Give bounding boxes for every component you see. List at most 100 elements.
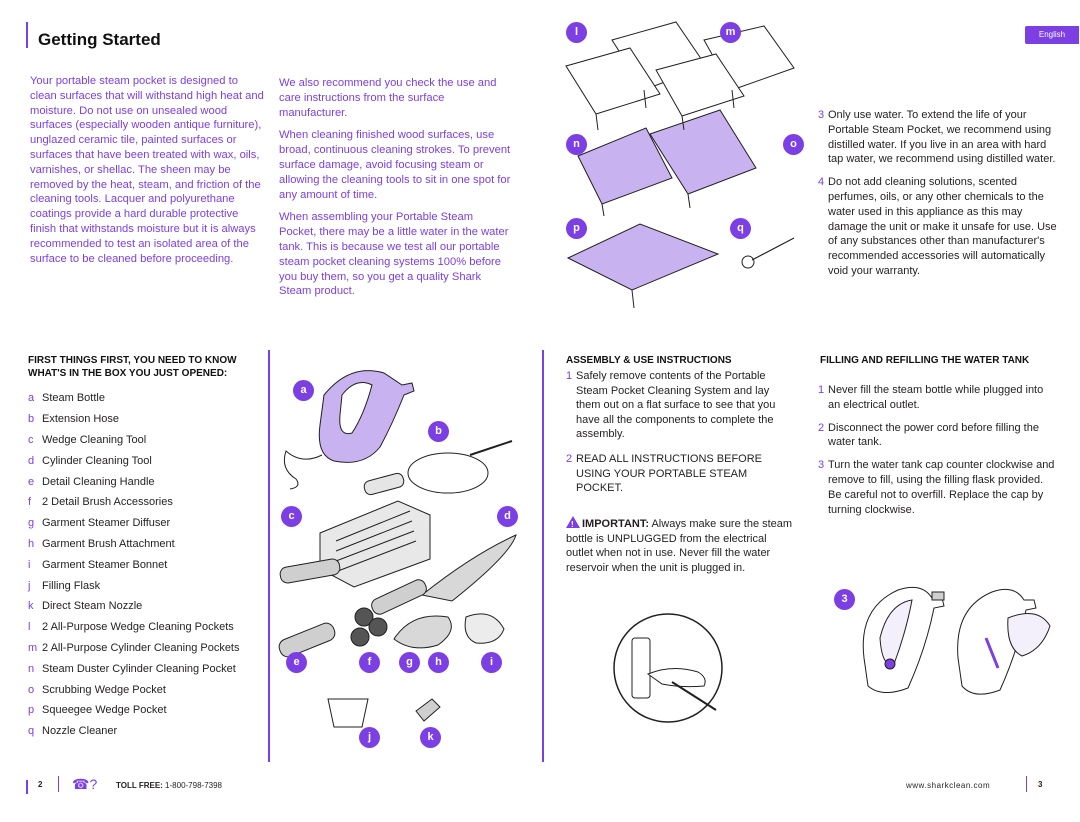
duster-pocket	[577, 127, 673, 205]
wedge-handle	[279, 558, 341, 584]
list-item: d Cylinder Cleaning Tool	[28, 450, 268, 471]
item-letter: l	[28, 621, 31, 634]
illustration-circle	[613, 613, 723, 723]
callout-g: g	[399, 652, 420, 673]
intro-paragraph: When assembling your Portable Steam Pock…	[279, 211, 509, 298]
steam-bottle-handle	[339, 382, 373, 435]
fill-arrow	[984, 637, 1000, 669]
garment-diffuser	[393, 615, 452, 649]
phone-icon: ☎?	[72, 776, 98, 792]
wedge-ribs	[335, 510, 417, 572]
language-badge[interactable]: English	[1025, 26, 1079, 44]
item-label: Filling Flask	[42, 579, 101, 592]
callout-n: n	[566, 134, 587, 155]
step-text: Safely remove contents of the Portable S…	[576, 370, 776, 441]
item-letter: o	[28, 683, 35, 696]
filling-illustration	[862, 586, 1051, 695]
hose-nozzle	[469, 440, 513, 456]
step-number: 1	[818, 384, 825, 396]
item-letter: p	[28, 704, 35, 717]
step-text: Only use water. To extend the life of yo…	[828, 109, 1056, 166]
intro-column-1: Your portable steam pocket is designed t…	[30, 75, 264, 265]
wall-outlet	[631, 637, 651, 699]
callout-d: d	[497, 506, 518, 527]
callout-o: o	[783, 134, 804, 155]
callout-j: j	[359, 727, 380, 748]
box-contents-heading: FIRST THINGS FIRST, YOU NEED TO KNOW WHA…	[28, 355, 237, 379]
wedge-pocket	[565, 47, 661, 115]
cylinder-handle	[371, 579, 427, 615]
callout-p: p	[566, 218, 587, 239]
item-label: Nozzle Cleaner	[42, 725, 118, 738]
item-label: Garment Steamer Diffuser	[42, 517, 171, 530]
cord-line	[671, 681, 717, 711]
bottle-nozzle	[931, 591, 945, 601]
callout-i: i	[481, 652, 502, 673]
step-text: Disconnect the power cord before filling…	[828, 421, 1039, 449]
cap-indicator	[884, 658, 896, 670]
cylinder-pocket	[655, 53, 745, 117]
nozzle-cleaner-loop	[741, 255, 755, 269]
important-label: IMPORTANT:	[582, 518, 650, 530]
item-letter: m	[28, 641, 38, 654]
filling-heading: FILLING AND REFILLING THE WATER TANK	[820, 355, 1030, 366]
item-label: Garment Steamer Bonnet	[42, 558, 168, 571]
callout-h: h	[428, 652, 449, 673]
step-text: Turn the water tank cap counter clockwis…	[828, 459, 1055, 516]
item-letter: c	[28, 433, 34, 446]
steam-bottle-outline	[862, 586, 945, 693]
nozzle-cleaner-wire	[751, 237, 795, 261]
footer-divider	[1026, 776, 1027, 792]
detail-handle	[278, 622, 336, 658]
unplug-illustration	[613, 613, 723, 723]
hose-connector	[363, 472, 405, 496]
intro-column-2: We also recommend you check the use and …	[279, 76, 511, 307]
drawstring	[595, 89, 735, 309]
step-number: 3	[818, 459, 825, 472]
toll-free-number[interactable]: 1-800-798-7398	[162, 781, 222, 790]
item-letter: i	[28, 558, 31, 571]
item-label: Scrubbing Wedge Pocket	[42, 683, 166, 696]
item-letter: j	[28, 579, 31, 592]
garment-bonnet	[464, 613, 505, 644]
page-title: Getting Started	[38, 30, 161, 49]
item-label: 2 All-Purpose Wedge Cleaning Pockets	[42, 621, 234, 634]
detail-brush	[354, 607, 374, 627]
item-letter: a	[28, 392, 35, 405]
list-item: l 2 All-Purpose Wedge Cleaning Pockets	[28, 617, 268, 638]
warning-glyph: !	[571, 520, 574, 529]
item-letter: q	[28, 725, 35, 738]
filling-flask-outline	[1007, 613, 1051, 657]
item-label: Steam Bottle	[42, 392, 105, 405]
step-number: 2	[818, 421, 825, 434]
pockets-illustration	[565, 21, 795, 309]
callout-f: f	[359, 652, 380, 673]
important-notice: !IMPORTANT: Always make sure the steam b…	[566, 516, 796, 575]
step-number: 1	[566, 370, 573, 382]
item-label: Garment Brush Attachment	[42, 537, 175, 550]
item-label: Squeegee Wedge Pocket	[42, 704, 167, 717]
step-number: 2	[566, 452, 573, 465]
callout-a: a	[293, 380, 314, 401]
item-letter: d	[28, 454, 35, 467]
direct-steam-nozzle	[415, 698, 441, 722]
callout-3: 3	[834, 589, 855, 610]
callout-k: k	[420, 727, 441, 748]
item-letter: f	[28, 496, 32, 509]
item-label: Cylinder Cleaning Tool	[42, 454, 152, 467]
power-cord	[283, 450, 323, 490]
website-link[interactable]: www.sharkclean.com	[906, 781, 991, 790]
squeegee-pocket	[566, 223, 720, 291]
title-accent-bar	[26, 22, 28, 48]
item-letter: g	[28, 517, 35, 530]
footer-divider	[26, 780, 28, 794]
item-letter: n	[28, 662, 35, 675]
